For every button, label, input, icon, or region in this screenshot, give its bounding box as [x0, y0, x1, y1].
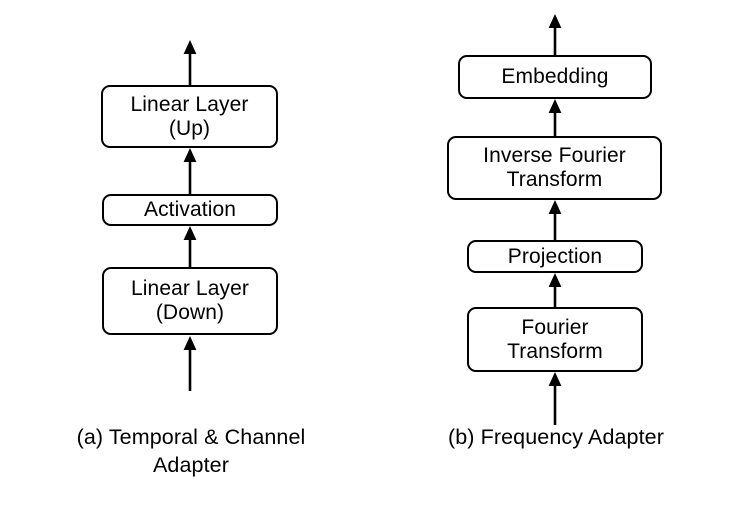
caption-panel-b: (b) Frequency Adapter — [447, 425, 665, 449]
node-linear-layer-down[interactable]: Linear Layer (Down) — [102, 267, 278, 335]
panel-temporal-channel-adapter: Linear Layer (Up) Activation Linear Laye… — [76, 40, 306, 477]
node-label: Activation — [143, 198, 237, 222]
node-label: Fourier Transform — [507, 315, 603, 363]
node-linear-layer-up[interactable]: Linear Layer (Up) — [101, 85, 278, 148]
arrow-input-a — [182, 336, 198, 392]
arrow-output-a — [182, 40, 198, 88]
node-label: Embedding — [501, 65, 609, 89]
node-activation[interactable]: Activation — [102, 194, 278, 226]
caption-panel-a: (a) Temporal & Channel Adapter — [76, 425, 306, 477]
node-inverse-fourier-transform[interactable]: Inverse Fourier Transform — [447, 136, 662, 200]
node-label: Projection — [507, 244, 603, 268]
node-embedding[interactable]: Embedding — [458, 55, 652, 99]
panel-frequency-adapter: Embedding Inverse Fourier Transform Proj… — [390, 0, 748, 520]
node-label: Linear Layer (Down) — [131, 277, 249, 324]
node-label: Linear Layer (Up) — [130, 92, 249, 140]
arrow-linear-down-to-activation — [182, 226, 198, 268]
arrow-output-b — [547, 14, 563, 58]
arrow-projection-to-ift — [547, 200, 563, 241]
arrow-activation-to-linear-up — [182, 148, 198, 195]
arrow-input-b — [547, 372, 563, 426]
arrow-ift-to-embedding — [547, 99, 563, 137]
node-label: Inverse Fourier Transform — [483, 144, 626, 191]
node-fourier-transform[interactable]: Fourier Transform — [467, 307, 643, 372]
node-projection[interactable]: Projection — [467, 240, 643, 273]
arrow-ft-to-projection — [547, 273, 563, 308]
